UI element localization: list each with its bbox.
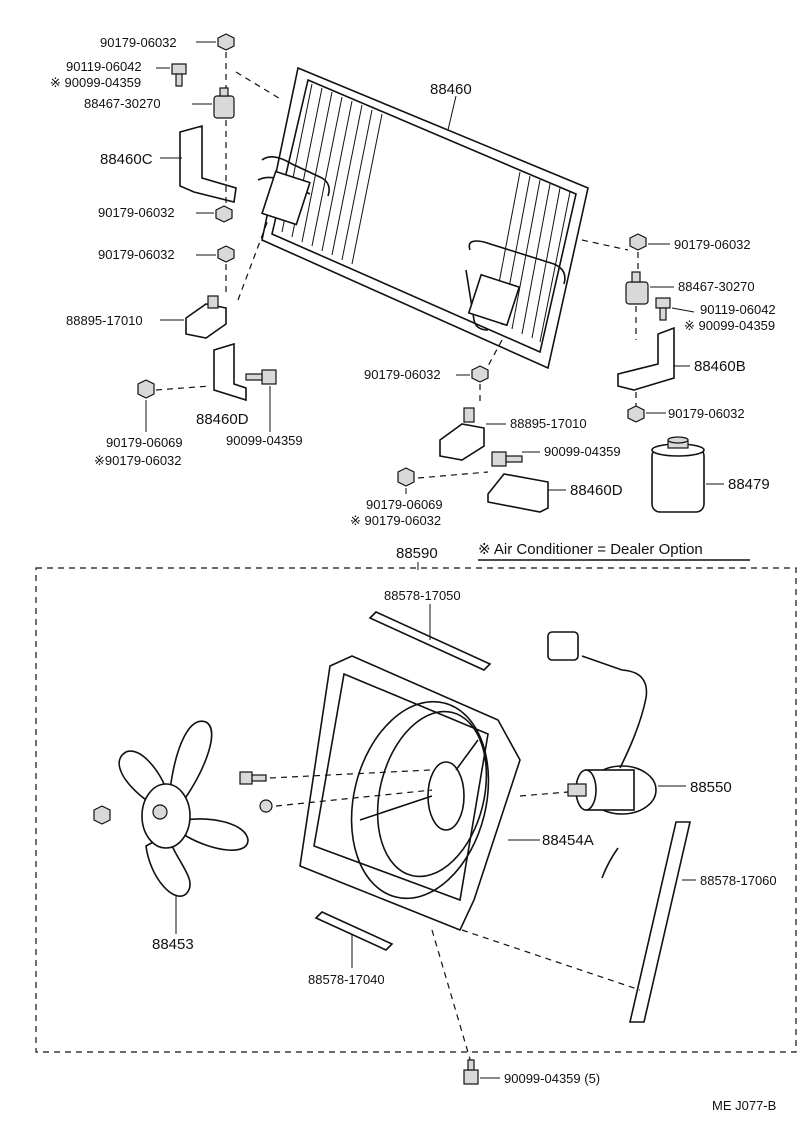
seal-strip-icon [368, 611, 492, 671]
label-bolt-center: 90099-04359 [544, 444, 621, 459]
label-bolt-top-left: 90119-06042 [66, 59, 142, 74]
condenser-icon [257, 66, 589, 370]
bracket-icon [487, 473, 549, 513]
fan-assembly-box [35, 567, 797, 1053]
label-motor: 88550 [690, 779, 732, 796]
nut-icon [137, 379, 155, 399]
cushion-icon [213, 87, 235, 119]
label-nut-right-top: 90179-06032 [674, 237, 751, 252]
label-bolt-left-low: 90099-04359 [226, 433, 303, 448]
nut-icon [217, 33, 235, 51]
label-seal-bottom: 88578-17040 [308, 972, 385, 987]
label-nut-alt-center-bottom: ※ 90179-06032 [350, 513, 441, 528]
cushion-icon [625, 271, 649, 305]
label-nut-center: 90179-06032 [364, 367, 441, 382]
nut-icon [627, 405, 645, 423]
label-support-right: 88895-17010 [510, 416, 587, 431]
nut-icon [217, 245, 235, 263]
label-support-left: 88895-17010 [66, 313, 143, 328]
bolt-icon [245, 369, 277, 385]
nut-icon [629, 233, 647, 251]
label-condenser: 88460 [430, 81, 472, 98]
label-bracket-d-right: 88460D [570, 482, 623, 499]
label-bracket-d-left: 88460D [196, 411, 249, 428]
label-diagram-code: ME J077-B [712, 1098, 776, 1113]
nut-icon [397, 467, 415, 487]
fan-shroud-icon [299, 655, 521, 932]
bracket-icon [439, 407, 485, 461]
bolt-icon [171, 63, 187, 87]
nut-icon [259, 799, 273, 813]
receiver-bottle-icon [651, 436, 705, 513]
label-nut-left-low: 90179-06032 [98, 247, 175, 262]
label-nut-alt-left-bottom: ※90179-06032 [94, 453, 182, 468]
label-bolt-right: 90119-06042 [700, 302, 776, 317]
bracket-icon [185, 295, 227, 339]
bolt-icon [239, 771, 267, 785]
label-seal-right: 88578-17060 [700, 873, 777, 888]
bolt-icon [463, 1059, 479, 1085]
label-bolt-bottom: 90099-04359 (5) [504, 1071, 600, 1086]
label-bolt-alt-right: ※ 90099-04359 [684, 318, 775, 333]
label-nut-top-left: 90179-06032 [100, 35, 177, 50]
bolt-icon [655, 297, 671, 321]
bolt-icon [491, 451, 523, 467]
label-receiver: 88479 [728, 476, 770, 493]
nut-icon [93, 805, 111, 825]
label-nut-left-mid: 90179-06032 [98, 205, 175, 220]
nut-icon [215, 205, 233, 223]
label-cushion-right: 88467-30270 [678, 279, 755, 294]
bracket-icon [213, 342, 247, 402]
label-seal-top: 88578-17050 [384, 588, 461, 603]
label-nut-right-low: 90179-06032 [668, 406, 745, 421]
label-cushion-left: 88467-30270 [84, 96, 161, 111]
seal-strip-icon [628, 821, 692, 1023]
label-bolt-alt-top-left: ※ 90099-04359 [50, 75, 141, 90]
label-bracket-c: 88460C [100, 151, 153, 168]
label-nut-left-bottom: 90179-06069 [106, 435, 183, 450]
bracket-icon [179, 124, 237, 203]
label-note: ※ Air Conditioner = Dealer Option [478, 541, 703, 558]
label-shroud: 88454A [542, 832, 594, 849]
label-fan: 88453 [152, 936, 194, 953]
seal-strip-icon [314, 911, 394, 951]
nut-icon [471, 365, 489, 383]
label-fan-assembly: 88590 [396, 545, 438, 562]
bracket-icon [617, 326, 675, 391]
fan-blade-icon [118, 720, 249, 897]
fan-motor-icon [547, 631, 657, 879]
label-nut-center-bottom: 90179-06069 [366, 497, 443, 512]
label-bracket-b: 88460B [694, 358, 746, 375]
